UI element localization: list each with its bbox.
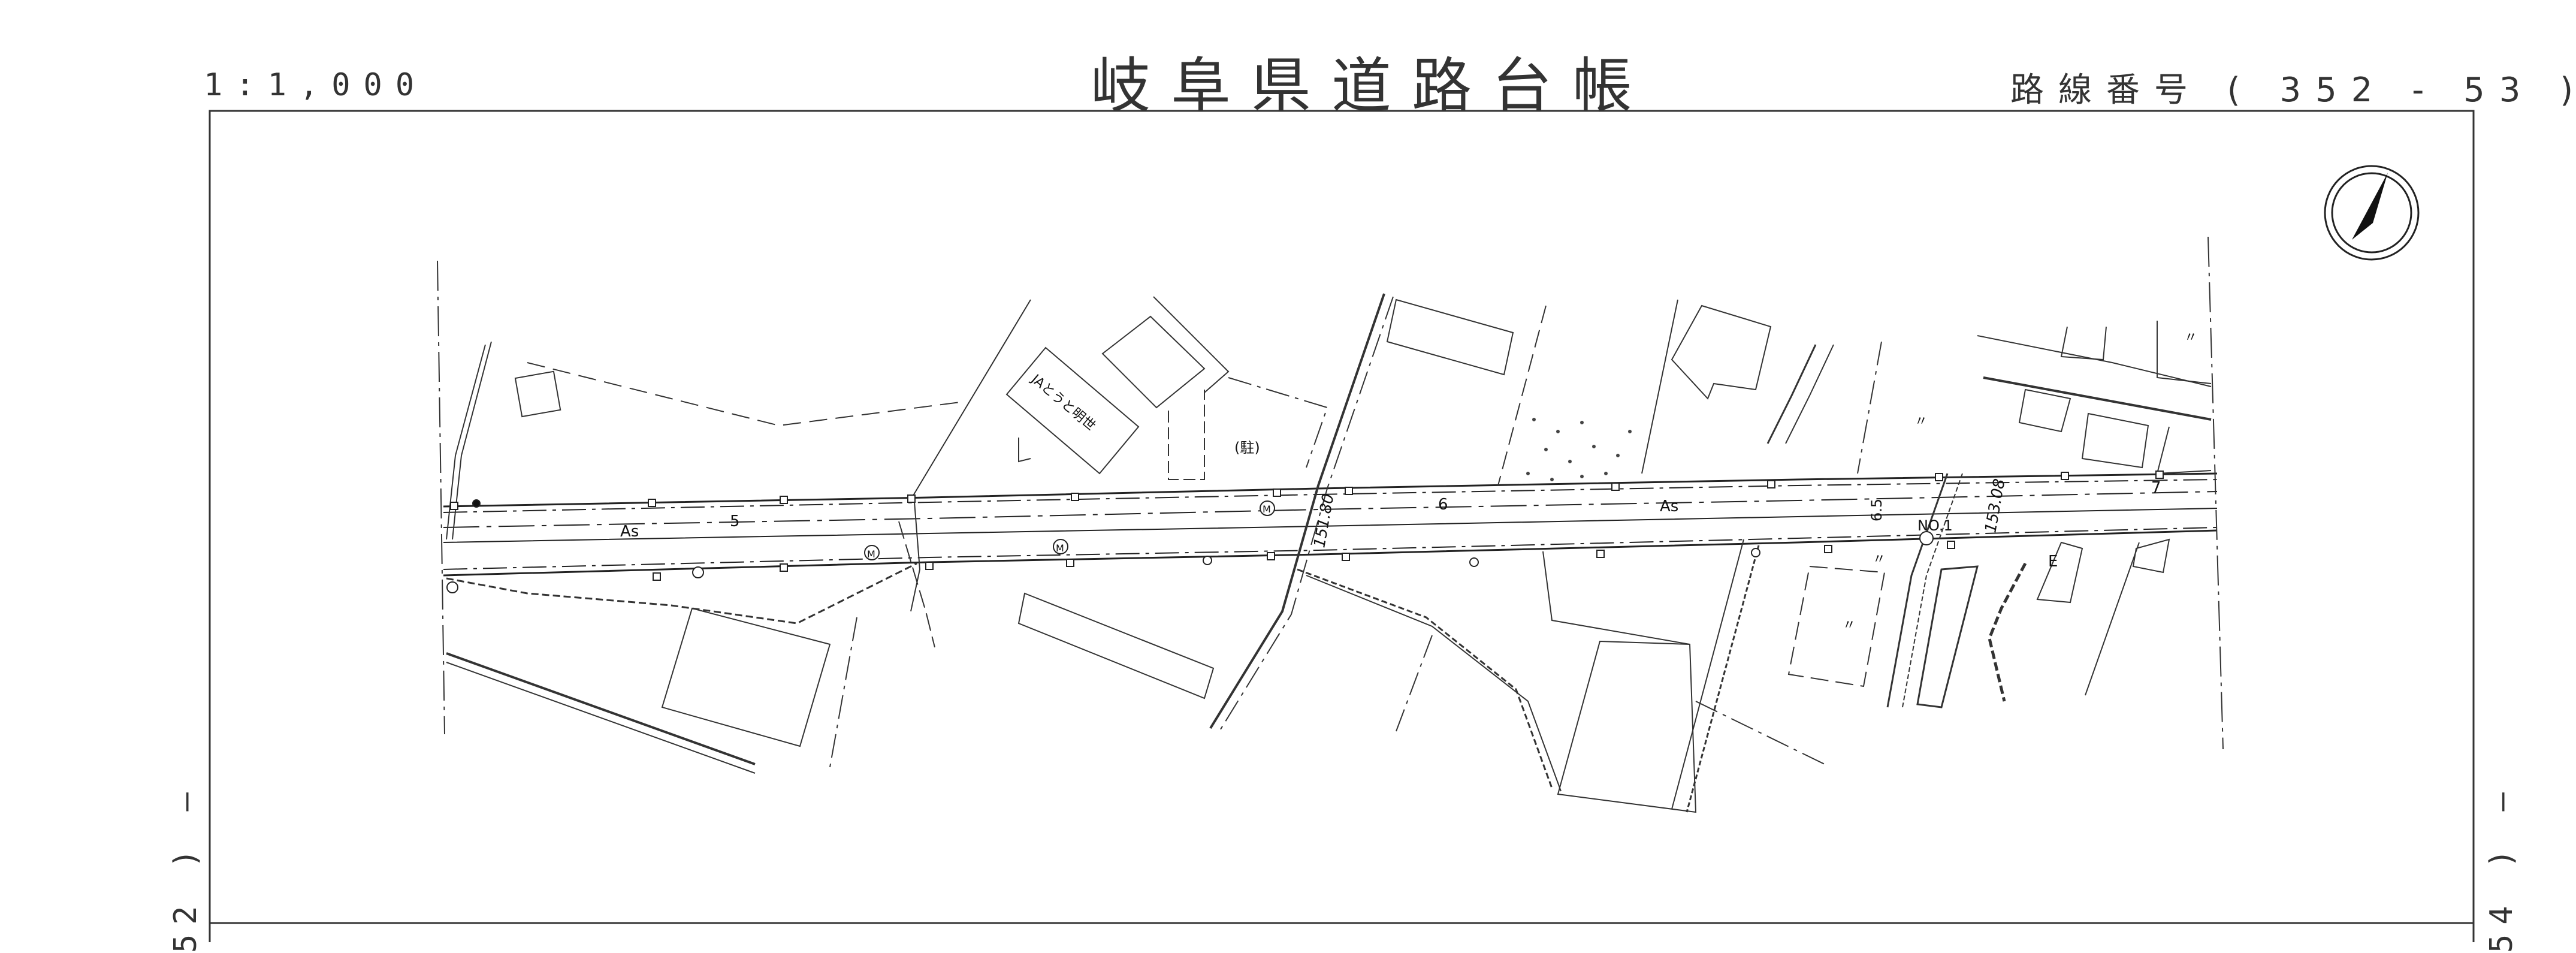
north-arrow-icon — [2324, 165, 2420, 261]
route-number: 路線番号 ( 352 - 53 ) — [2010, 71, 2576, 110]
parcels-central — [1005, 293, 1562, 792]
station-label-6-5: 6.5 — [1868, 499, 1885, 521]
scale-label: 1:1,000 — [204, 67, 428, 103]
road-lane-line — [443, 508, 2218, 543]
ditto-mark-2: 〃 — [1843, 618, 1856, 633]
ditto-mark-1: 〃 — [1914, 414, 1928, 429]
parcels-west — [437, 260, 1031, 774]
marker-e: E — [2048, 553, 2058, 571]
parcels-east — [1542, 236, 2224, 813]
station-label-5: 5 — [730, 512, 740, 530]
road-south-edge — [443, 529, 2218, 577]
ditto-mark-3: 〃 — [2184, 330, 2197, 345]
manhole-label-2: M — [1056, 542, 1064, 554]
parking-label: (駐) — [1234, 439, 1260, 456]
map-frame — [209, 110, 2475, 942]
dotted-area — [1526, 418, 1632, 481]
manhole-label-3: M — [1263, 503, 1271, 515]
page-title: 岐阜県道路台帳 — [1091, 51, 1653, 121]
road-fixtures — [446, 471, 2164, 593]
pavement-label-1: As — [620, 523, 639, 541]
road-boundary-south — [443, 527, 2218, 570]
manhole-label-1: M — [867, 548, 875, 560]
centerline — [443, 491, 2218, 528]
station-label-7: 7 — [2151, 479, 2161, 497]
benchmark-label: NO.1 — [1917, 517, 1953, 534]
road-boundary-north — [443, 479, 2218, 513]
elevation-label-2: 153.08 — [1982, 477, 2009, 534]
pavement-label-2: As — [1660, 497, 1678, 515]
station-label-6: 6 — [1438, 496, 1448, 514]
building-label-ja: JAとうと明世 — [1028, 371, 1098, 434]
ditto-mark-4: 〃 — [1873, 552, 1886, 567]
